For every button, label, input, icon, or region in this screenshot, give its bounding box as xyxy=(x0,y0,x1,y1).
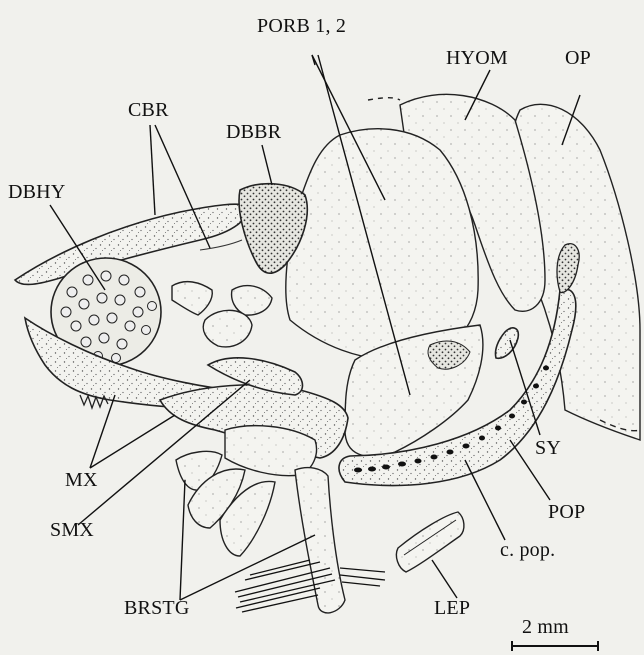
label-dbhy: DBHY xyxy=(8,182,65,202)
label-hyom: HYOM xyxy=(446,48,508,68)
label-sy: SY xyxy=(535,438,561,458)
label-lep: LEP xyxy=(434,598,470,618)
label-dbbr: DBBR xyxy=(226,122,281,142)
label-mx: MX xyxy=(65,470,98,490)
scale-bar xyxy=(512,641,598,651)
label-c-pop: c. pop. xyxy=(500,540,555,560)
scale-bar-label: 2 mm xyxy=(522,617,569,637)
lep-bone xyxy=(396,512,464,572)
label-porb: PORB 1, 2 xyxy=(257,16,346,36)
fragments xyxy=(172,282,272,347)
label-brstg: BRSTG xyxy=(124,598,189,618)
label-smx: SMX xyxy=(50,520,94,540)
label-op: OP xyxy=(565,48,591,68)
porb-1-bone xyxy=(286,129,478,360)
label-cbr: CBR xyxy=(128,100,169,120)
label-pop: POP xyxy=(548,502,585,522)
brstg-bones xyxy=(176,426,385,613)
